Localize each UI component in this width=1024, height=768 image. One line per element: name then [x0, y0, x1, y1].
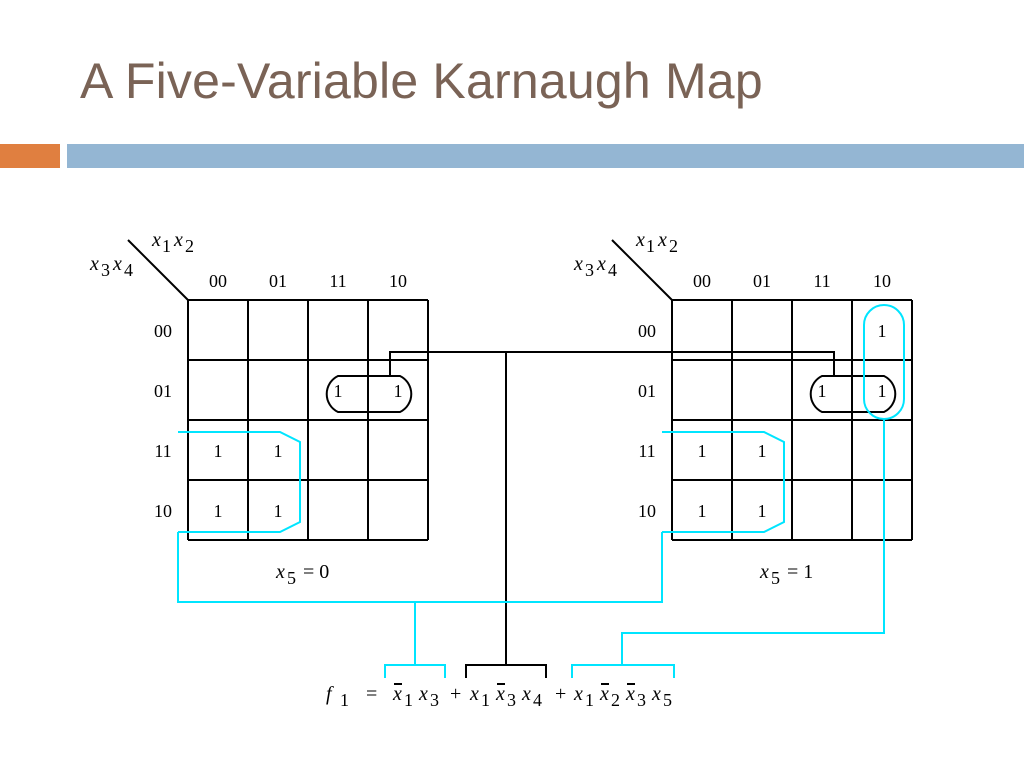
header-rule-bar: [67, 144, 1024, 168]
row-var-x4: x: [112, 253, 122, 275]
col-label: 01: [269, 271, 287, 291]
row-var-x4-sub: 4: [124, 260, 133, 280]
term1-var: x: [418, 683, 428, 705]
term2-var: x: [469, 683, 479, 705]
connector-term2-maps: [389, 351, 835, 376]
equation-plus: +: [450, 683, 461, 705]
cell-value: 1: [698, 501, 707, 521]
group-outline-x1x3barx4-right: [809, 375, 897, 413]
col-label: 11: [813, 271, 830, 291]
term2-sub: 1: [481, 690, 490, 710]
row-label: 00: [638, 321, 656, 341]
col-label: 00: [209, 271, 227, 291]
row-label: 01: [154, 381, 172, 401]
term2-sub: 4: [533, 690, 542, 710]
connector-term3-bracket: [571, 664, 675, 678]
col-var-x2: x: [173, 229, 183, 251]
connector-term1-maps: [177, 532, 663, 603]
condition-var: x: [275, 561, 285, 583]
accent-bar: [0, 144, 60, 168]
cell-value: 1: [758, 501, 767, 521]
row-var-x3: x: [89, 253, 99, 275]
connector-term2-bracket: [465, 664, 547, 678]
row-var-x4: x: [596, 253, 606, 275]
connector-term3-down: [621, 420, 885, 665]
equation-f-sub: 1: [340, 690, 349, 710]
condition-value: = 0: [303, 561, 329, 583]
col-var-x1: x: [635, 229, 645, 251]
term3-sub: 2: [611, 690, 620, 710]
cell-value: 1: [274, 441, 283, 461]
cell-value: 1: [274, 501, 283, 521]
col-label: 11: [329, 271, 346, 291]
cell-value: 1: [758, 441, 767, 461]
cell-value: 1: [334, 381, 343, 401]
row-var-x4-sub: 4: [608, 260, 617, 280]
term3-var: x: [625, 683, 635, 705]
col-label: 01: [753, 271, 771, 291]
group-outline-x1x2barx3barx5: [863, 304, 905, 420]
term2-var: x: [495, 683, 505, 705]
col-label: 10: [389, 271, 407, 291]
term1-var: x: [392, 683, 402, 705]
row-label: 01: [638, 381, 656, 401]
equation-plus: +: [555, 683, 566, 705]
equation-f: f: [326, 683, 334, 705]
term3-sub: 3: [637, 690, 646, 710]
corner-diagonal: [127, 239, 189, 301]
col-var-x1-sub: 1: [162, 236, 171, 256]
term3-sub: 5: [663, 690, 672, 710]
connector-term1-bracket: [384, 664, 446, 678]
col-var-x2: x: [657, 229, 667, 251]
group-outline-x1x3barx4-left: [325, 375, 413, 413]
term3-var: x: [599, 683, 609, 705]
cell-value: 1: [698, 441, 707, 461]
col-label: 10: [873, 271, 891, 291]
equation-equals: =: [366, 683, 377, 705]
term3-var: x: [651, 683, 661, 705]
term1-sub: 3: [430, 690, 439, 710]
grouping-connectors: [177, 351, 885, 678]
row-var-x3: x: [573, 253, 583, 275]
cell-value: 1: [878, 321, 887, 341]
row-label: 10: [154, 501, 172, 521]
row-label: 00: [154, 321, 172, 341]
cell-value: 1: [214, 441, 223, 461]
col-var-x1-sub: 1: [646, 236, 655, 256]
cell-value: 1: [818, 381, 827, 401]
term2-sub: 3: [507, 690, 516, 710]
row-label: 11: [154, 441, 171, 461]
group-outline-x1barx3-right: [662, 431, 785, 533]
row-var-x3-sub: 3: [101, 260, 110, 280]
term2-var: x: [521, 683, 531, 705]
condition-var: x: [759, 561, 769, 583]
slide-title: A Five-Variable Karnaugh Map: [80, 53, 763, 109]
row-label: 11: [638, 441, 655, 461]
col-var-x2-sub: 2: [185, 236, 194, 256]
row-var-x3-sub: 3: [585, 260, 594, 280]
cell-value: 1: [878, 381, 887, 401]
col-var-x1: x: [151, 229, 161, 251]
term1-sub: 1: [404, 690, 413, 710]
corner-diagonal: [611, 239, 673, 301]
col-var-x2-sub: 2: [669, 236, 678, 256]
col-label: 00: [693, 271, 711, 291]
row-label: 10: [638, 501, 656, 521]
term3-var: x: [573, 683, 583, 705]
condition-sub: 5: [287, 568, 296, 588]
group-outline-x1barx3-left: [178, 431, 301, 533]
cell-value: 1: [214, 501, 223, 521]
cell-value: 1: [394, 381, 403, 401]
term3-sub: 1: [585, 690, 594, 710]
condition-sub: 5: [771, 568, 780, 588]
condition-value: = 1: [787, 561, 813, 583]
